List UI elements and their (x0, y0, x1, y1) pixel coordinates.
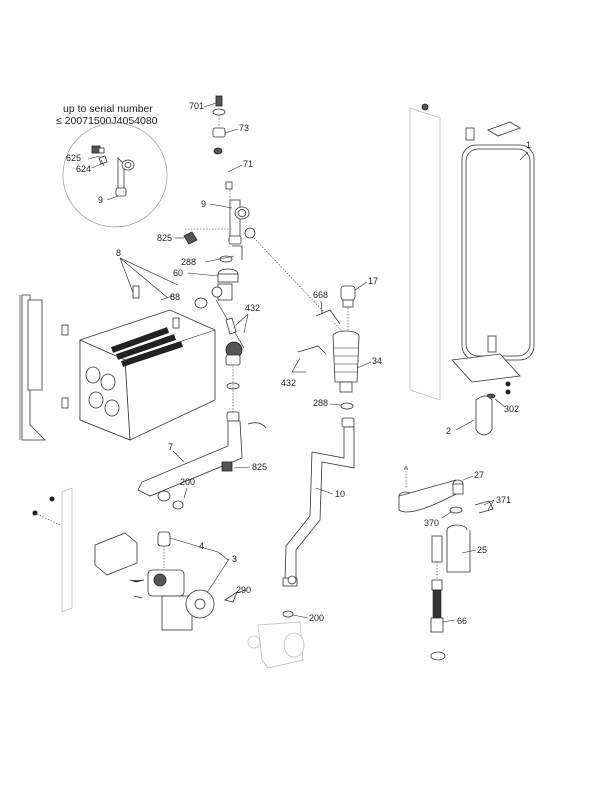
callout-288-top: 288 (181, 257, 196, 267)
callout-9-inset: 9 (98, 195, 103, 205)
callout-1: 1 (526, 140, 531, 150)
part-624-clip (98, 155, 108, 167)
callout-432-top: 432 (245, 303, 260, 313)
leader-9-inset (106, 195, 119, 201)
part-nut (212, 108, 226, 116)
part-8-heat-exchanger: 8 (61, 248, 216, 441)
part-27-siphon (398, 479, 457, 513)
connector-group: 288 60 88 432 (160, 245, 260, 412)
top-center-fittings: 701 73 71 9 (185, 95, 356, 346)
part-17-air-vent (340, 285, 356, 301)
part-9-elbow (228, 199, 250, 245)
callout-8: 8 (116, 248, 121, 258)
leader-624 (91, 162, 104, 169)
callout-200-left: 200 (180, 477, 195, 487)
leader-625 (87, 155, 101, 160)
part-668-clip (315, 309, 341, 325)
part-200-gasket-left: 200 (172, 477, 195, 510)
callout-288-mid: 288 (313, 398, 328, 408)
part-825-clip-low: 825 (221, 461, 267, 472)
callout-432-mid: 432 (281, 378, 296, 388)
callout-370: 370 (424, 518, 439, 528)
callout-668: 668 (313, 290, 328, 300)
part-4-air-vent (157, 531, 171, 547)
manifold-group: 17 668 34 432 288 (281, 276, 382, 410)
part-625-sensor (91, 145, 105, 154)
part-370-oring (449, 506, 463, 514)
part-1-expansion-vessel: 1 302 2 (409, 103, 535, 436)
pump-group: 4 3 290 (32, 487, 251, 631)
leader-73 (224, 128, 239, 134)
callout-66: 66 (457, 616, 467, 626)
callout-371: 371 (496, 495, 511, 505)
part-290-clip (224, 590, 238, 603)
inset-note-line1: up to serial number (63, 103, 153, 115)
leader-9 (209, 203, 233, 209)
callout-4: 4 (199, 541, 204, 551)
callout-10: 10 (335, 489, 345, 499)
callout-88: 88 (170, 292, 180, 302)
callout-290: 290 (236, 585, 251, 595)
part-88-seal (194, 297, 208, 309)
callout-302: 302 (504, 404, 519, 414)
callout-27: 27 (474, 470, 484, 480)
callout-7: 7 (168, 442, 173, 452)
callout-17: 17 (368, 276, 378, 286)
left-lower-panel (61, 487, 73, 613)
part-oring (244, 227, 256, 239)
part-7-return-pipe: 7 (137, 411, 267, 502)
top-bracket (487, 121, 521, 137)
part-66-hose (431, 579, 443, 591)
part-9-inset-elbow (115, 157, 135, 197)
callout-71: 71 (243, 159, 253, 169)
part-3-pump (147, 569, 185, 597)
inset-detail: up to serial number ≤ 20071500J4054080 6… (56, 103, 168, 228)
leader-71 (227, 164, 243, 173)
part-825-clip-top: 825 (157, 231, 198, 245)
bottom-bracket (451, 353, 521, 383)
callout-73: 73 (239, 123, 249, 133)
callout-624: 624 (76, 164, 91, 174)
callout-2: 2 (446, 426, 451, 436)
callout-34: 34 (372, 356, 382, 366)
part-200-gasket-bottom: 200 (247, 610, 324, 669)
back-panel (409, 107, 441, 401)
pump-bracket (94, 532, 138, 576)
callout-825-low: 825 (252, 462, 267, 472)
part-288-oring-mid (340, 402, 354, 410)
part-hose-clamp (430, 651, 446, 661)
callout-625: 625 (66, 153, 81, 163)
part-432-clip-mid (297, 345, 327, 355)
part-432-clip-top (225, 317, 237, 335)
callout-3: 3 (232, 554, 237, 564)
callout-200-bottom: 200 (309, 613, 324, 623)
leader-701 (203, 102, 217, 108)
part-10-flow-pipe: 10 (282, 417, 355, 587)
inset-note-line2: ≤ 20071500J4054080 (56, 115, 158, 127)
callout-25: 25 (477, 545, 487, 555)
part-73-fitting (212, 127, 226, 138)
part-2-hose (475, 395, 493, 436)
dash-link (253, 237, 356, 346)
part-701-valve (215, 95, 223, 107)
callout-60: 60 (173, 268, 183, 278)
condensate-group: 27 371 370 25 66 (398, 465, 511, 661)
left-side-panel (19, 294, 46, 441)
callout-825-top: 825 (157, 233, 172, 243)
callout-701: 701 (189, 101, 204, 111)
inset-circle (62, 122, 168, 228)
callout-9: 9 (201, 199, 206, 209)
part-371-clip (474, 500, 494, 514)
